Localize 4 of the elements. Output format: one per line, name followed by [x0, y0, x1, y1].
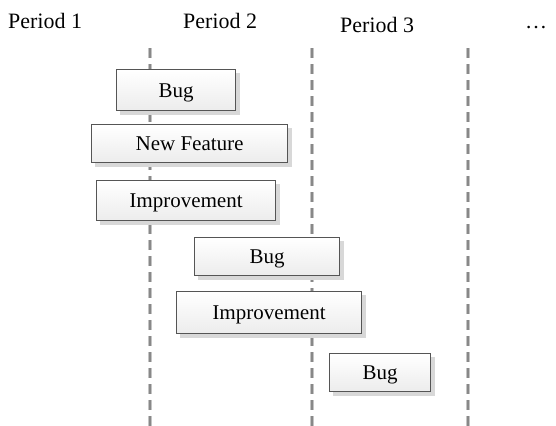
period-label: …	[525, 8, 547, 34]
period-label: Period 3	[340, 12, 414, 38]
period-label: Period 1	[8, 8, 82, 34]
period-label: Period 2	[183, 8, 257, 34]
